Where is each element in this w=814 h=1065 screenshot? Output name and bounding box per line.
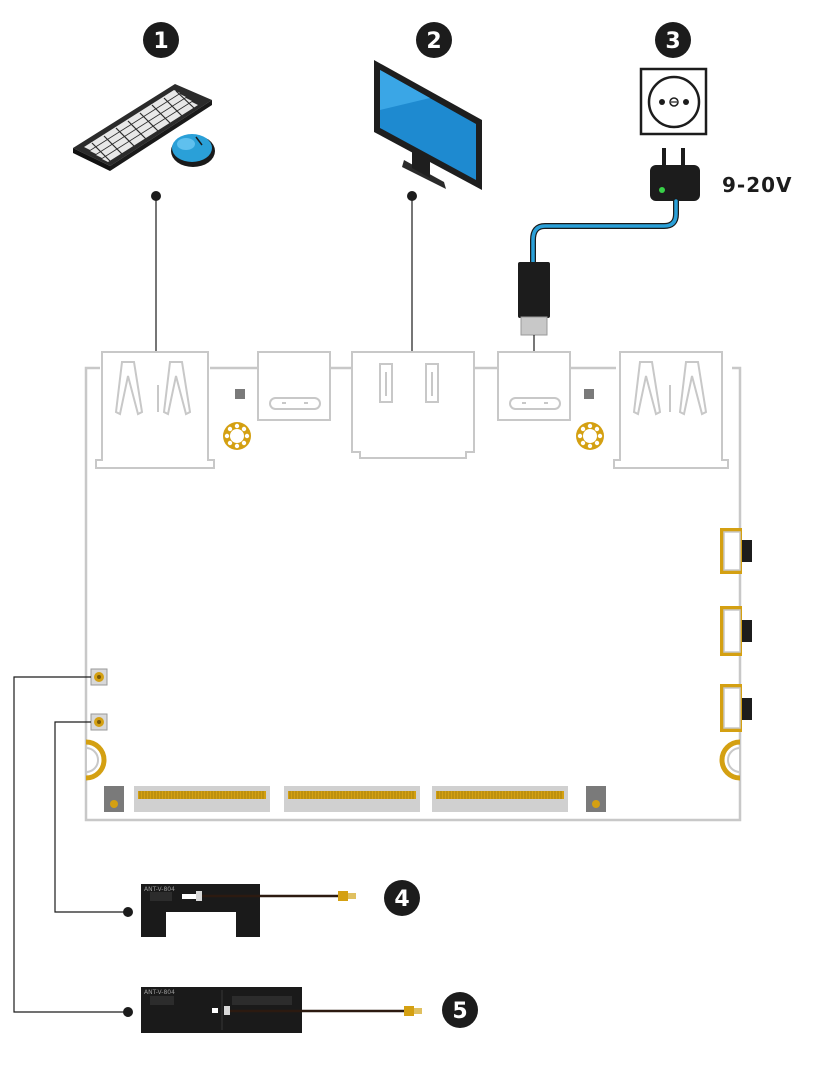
svg-text:5: 5 (452, 999, 467, 1024)
power-outlet-icon (641, 69, 706, 134)
ufl-connector-1 (91, 669, 107, 685)
usb-c-plug-icon (518, 262, 550, 335)
m2-slot (284, 786, 420, 812)
monitor-icon (374, 60, 482, 190)
display-port (352, 352, 474, 458)
m2-slot (134, 786, 270, 812)
antenna-5: ANT-V-804 (141, 987, 422, 1033)
mounting-hole-right (576, 422, 604, 450)
step-badge-3: 3 (655, 22, 691, 58)
corner-notch-right (722, 742, 740, 778)
leader-keyboard (151, 191, 161, 370)
leader-monitor (407, 191, 417, 370)
antenna-label: ANT-V-804 (144, 989, 175, 996)
led-indicator (235, 389, 245, 399)
antenna-label: ANT-V-804 (144, 886, 175, 893)
power-adapter-icon: 9-20V (650, 148, 793, 201)
fpc-connector (720, 684, 752, 732)
standoff-left (104, 786, 124, 812)
standoff-right (586, 786, 606, 812)
corner-notch-left (86, 742, 104, 778)
usb-a-port-right (614, 352, 728, 468)
usb-c-port-right (498, 352, 570, 420)
usb-c-port-left (258, 352, 330, 420)
mounting-hole-left (223, 422, 251, 450)
step-badge-1: 1 (143, 22, 179, 58)
fpc-connector (720, 528, 752, 574)
step-badge-4: 4 (384, 880, 420, 916)
m2-slot (432, 786, 568, 812)
fpc-connector (720, 606, 752, 656)
step-badge-2: 2 (416, 22, 452, 58)
led-indicator (584, 389, 594, 399)
leader-antenna-5 (14, 677, 128, 1012)
power-cable (533, 201, 676, 262)
svg-text:2: 2 (426, 29, 441, 54)
step-badge-5: 5 (442, 992, 478, 1028)
svg-text:4: 4 (394, 887, 409, 912)
mouse-icon (171, 134, 215, 167)
voltage-label: 9-20V (722, 173, 793, 197)
antenna-4: ANT-V-804 (141, 884, 356, 937)
svg-text:3: 3 (665, 29, 680, 54)
ufl-connector-2 (91, 714, 107, 730)
usb-a-port-left (96, 352, 214, 468)
svg-text:1: 1 (153, 29, 168, 54)
